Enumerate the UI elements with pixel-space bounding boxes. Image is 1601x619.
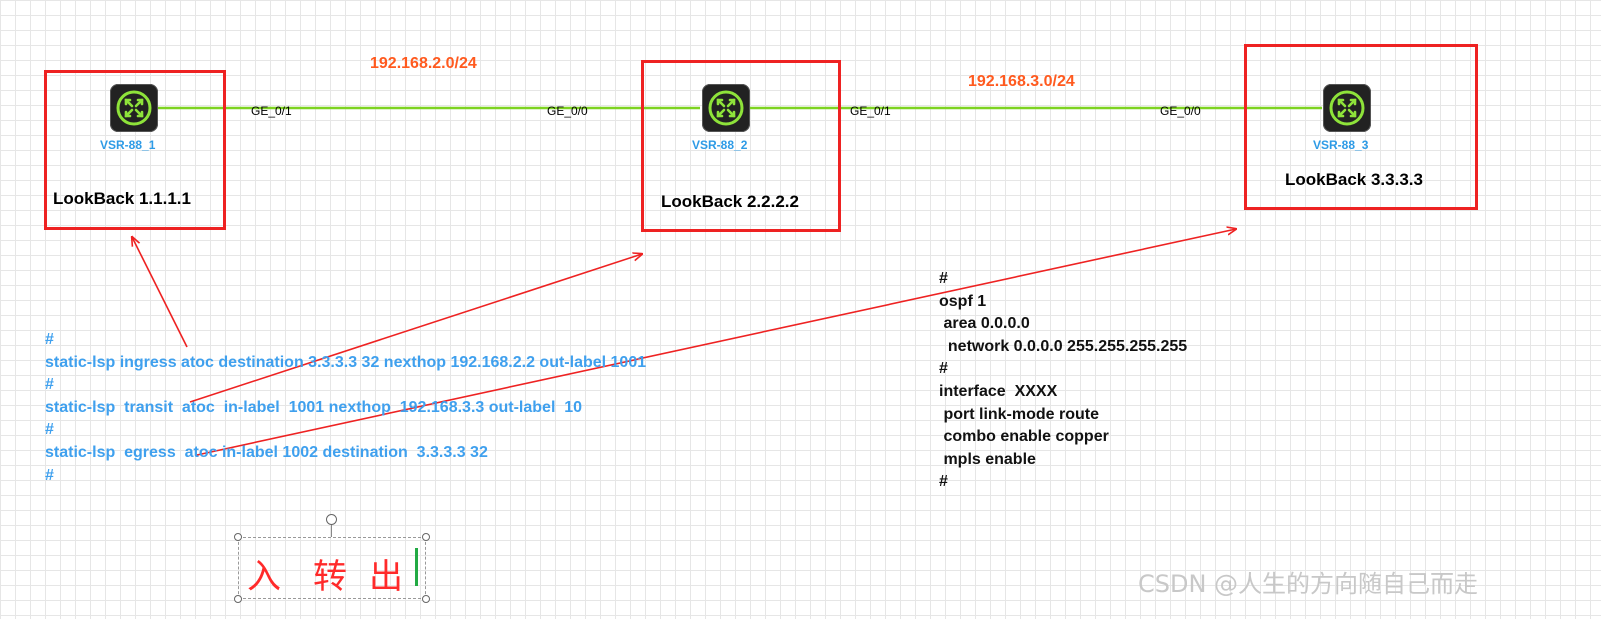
router-icon[interactable] — [110, 84, 158, 132]
config-line: ospf 1 — [939, 292, 987, 310]
resize-handle-top-left[interactable] — [234, 533, 242, 541]
label-in: 入 — [247, 557, 281, 597]
config-line: static-lsp egress atoc in-label 1002 des… — [45, 443, 488, 461]
config-line: combo enable copper — [939, 428, 1109, 446]
router-3-name: VSR-88_3 — [1313, 138, 1369, 152]
ospf-config: # ospf 1 area 0.0.0.0 network 0.0.0.0 25… — [939, 268, 1187, 494]
port-label-r2-ge01: GE_0/1 — [850, 104, 891, 118]
port-label-r1-ge01: GE_0/1 — [251, 104, 292, 118]
config-line: interface XXXX — [939, 382, 1058, 400]
router-2-name: VSR-88_2 — [692, 138, 748, 152]
config-line: static-lsp transit atoc in-label 1001 ne… — [45, 398, 583, 416]
config-line: # — [45, 466, 54, 484]
arrow-transit — [189, 254, 642, 403]
config-line: mpls enable — [939, 450, 1036, 468]
config-line: # — [45, 376, 54, 394]
rotate-handle[interactable] — [326, 514, 337, 525]
subnet-label-left: 192.168.2.0/24 — [370, 55, 477, 72]
port-label-r2-ge00: GE_0/0 — [547, 104, 588, 118]
arrow-ingress — [132, 237, 188, 348]
router-1-name: VSR-88_1 — [100, 138, 156, 152]
resize-handle-top-right[interactable] — [422, 533, 430, 541]
static-lsp-config: # static-lsp ingress atoc destination 3.… — [45, 329, 646, 487]
arrow-egress — [196, 229, 1236, 456]
config-line: port link-mode route — [939, 405, 1099, 423]
config-line: static-lsp ingress atoc destination 3.3.… — [45, 353, 647, 371]
resize-handle-bottom-right[interactable] — [422, 595, 430, 603]
config-line: # — [939, 473, 948, 491]
router-2-highlight-box — [641, 60, 841, 232]
port-label-r3-ge00: GE_0/0 — [1160, 104, 1201, 118]
router-1-loopback: LookBack 1.1.1.1 — [53, 189, 191, 208]
subnet-label-right: 192.168.3.0/24 — [968, 73, 1075, 90]
watermark: CSDN @人生的方向随自己而走 — [1138, 570, 1479, 598]
config-line: network 0.0.0.0 255.255.255.255 — [939, 337, 1188, 355]
router-3-loopback: LookBack 3.3.3.3 — [1285, 170, 1423, 189]
resize-handle-bottom-left[interactable] — [234, 595, 242, 603]
config-line: # — [45, 421, 54, 439]
router-2-loopback: LookBack 2.2.2.2 — [661, 192, 799, 211]
config-line: # — [939, 360, 948, 378]
label-transit: 转 — [313, 557, 347, 597]
router-icon[interactable] — [702, 84, 750, 132]
router-1-highlight-box — [44, 70, 226, 230]
config-line: # — [45, 331, 54, 348]
text-caret — [415, 548, 418, 586]
router-3-highlight-box — [1244, 44, 1478, 210]
config-line: area 0.0.0.0 — [939, 315, 1030, 333]
rotate-handle-stem — [331, 523, 332, 537]
text-box-selection[interactable] — [238, 537, 426, 599]
config-line: # — [939, 270, 948, 287]
label-out: 出 — [369, 557, 403, 597]
router-icon[interactable] — [1323, 84, 1371, 132]
